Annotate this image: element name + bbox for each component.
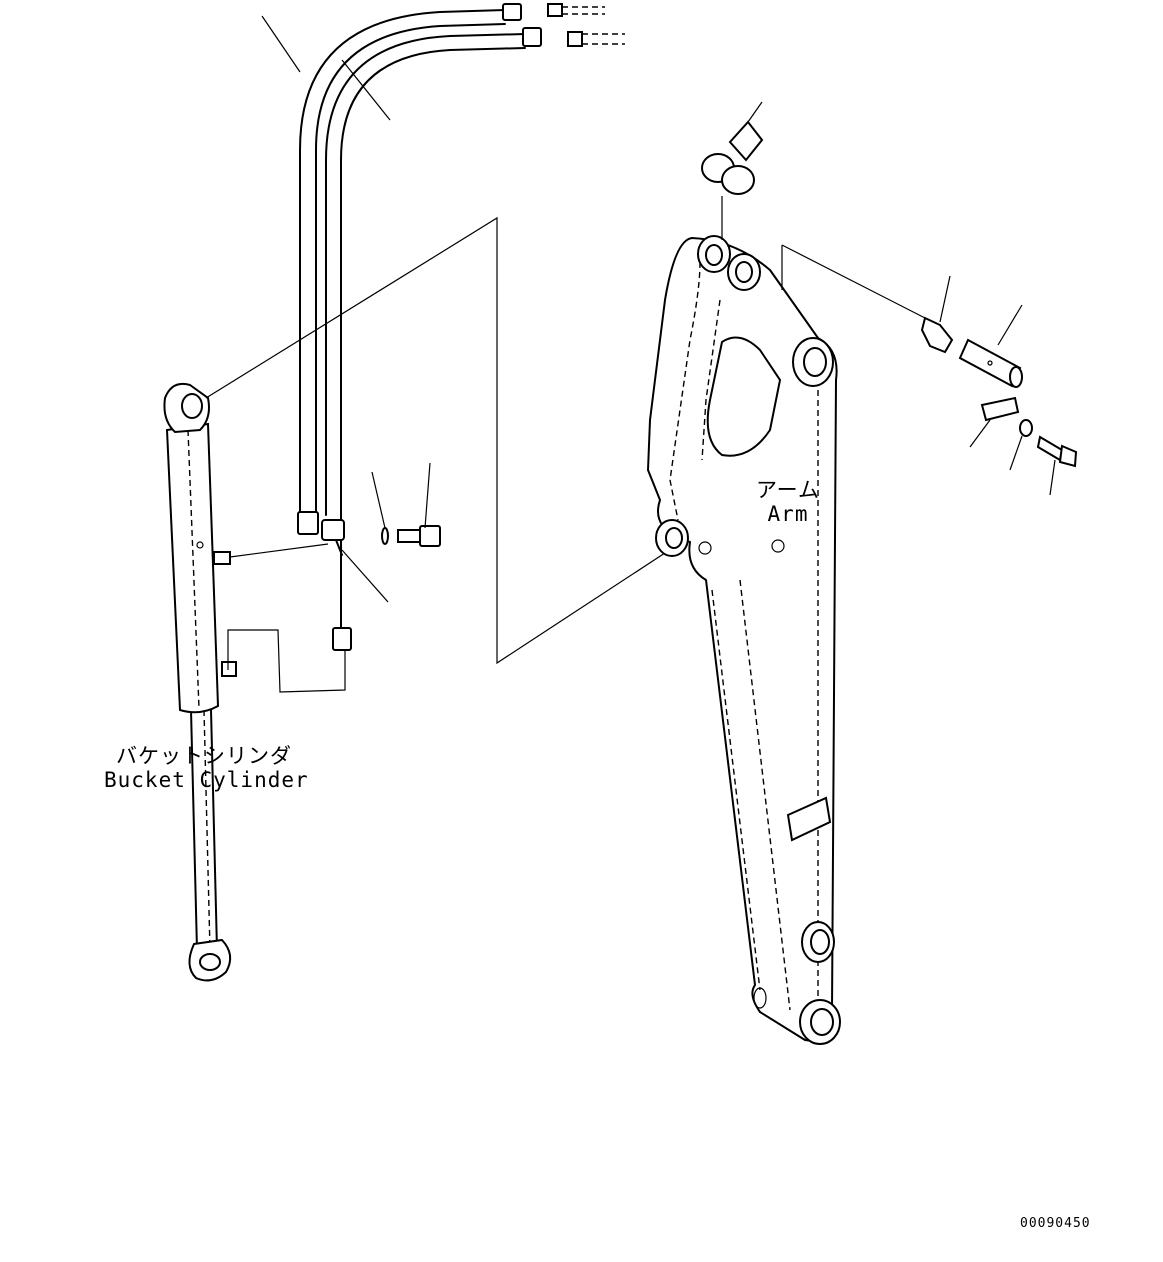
hose-leader-lines xyxy=(261,15,391,121)
bucket-cylinder-label-en: Bucket Cylinder xyxy=(104,768,309,792)
arm-pin-assembly xyxy=(920,275,1078,496)
bucket-cylinder xyxy=(163,382,346,982)
hydraulic-hoses xyxy=(297,3,625,651)
arm-top-shims xyxy=(701,101,764,240)
bucket-cylinder-label-jp: バケットシリンダ xyxy=(116,744,292,768)
arm xyxy=(647,235,841,1045)
arm-label-en: Arm xyxy=(767,502,809,526)
bucket-cylinder-label: バケットシリンダ Bucket Cylinder xyxy=(104,744,309,792)
arm-label: アーム Arm xyxy=(748,478,828,526)
assembly-reference-lines xyxy=(205,216,926,665)
arm-label-jp: アーム xyxy=(755,478,821,502)
figure-code: 00090450 xyxy=(1020,1216,1091,1231)
clamp-bolt-assembly xyxy=(341,462,441,603)
